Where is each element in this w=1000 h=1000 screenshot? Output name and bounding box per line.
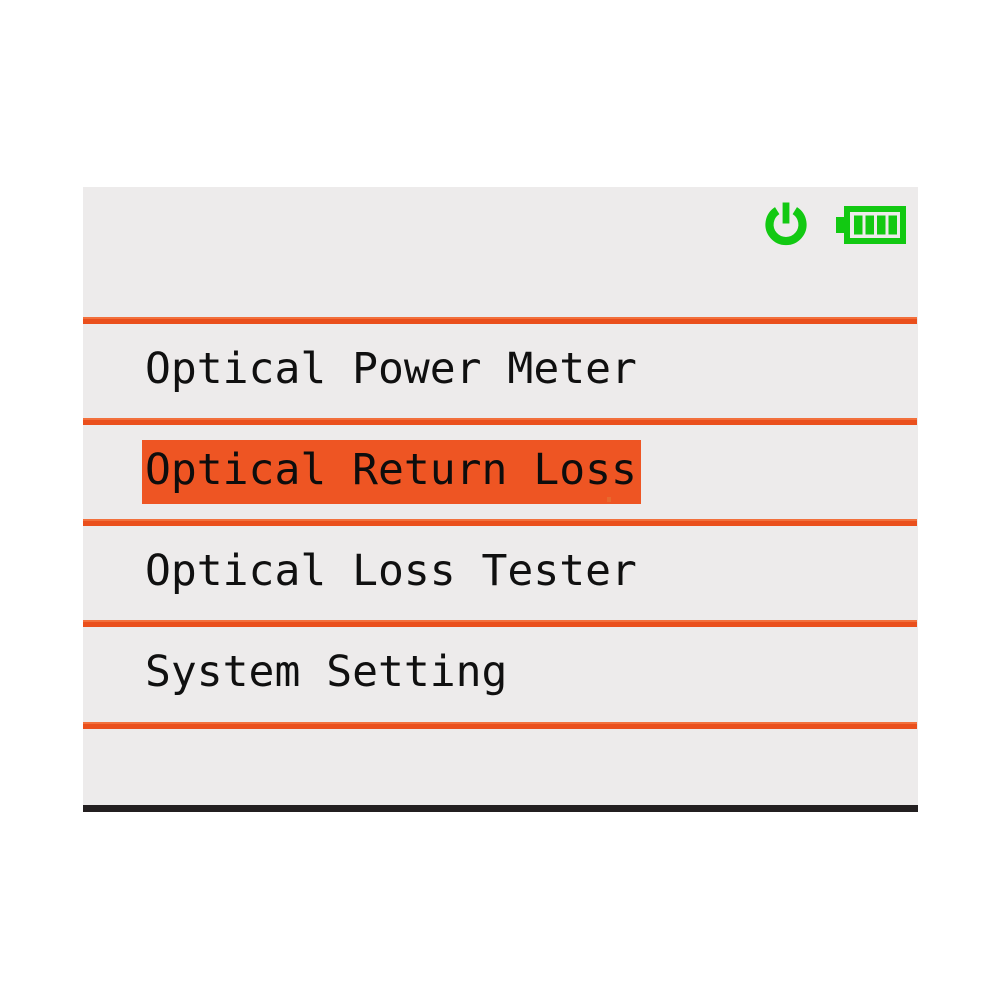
menu-item-optical-power-meter[interactable]: Optical Power Meter [83,324,918,418]
menu-separator [83,519,917,526]
lcd-panel: Optical Power Meter Optical Return Loss … [83,187,918,812]
menu-separator [83,620,917,627]
status-bar [83,187,918,317]
menu-item-label: Optical Return Loss [142,440,641,504]
menu-separator [83,722,917,729]
battery-icon [836,206,906,244]
power-icon [764,202,808,248]
menu-separator [83,418,917,425]
menu-separator [83,317,917,324]
menu-item-label: Optical Power Meter [145,344,637,394]
menu-item-optical-return-loss[interactable]: Optical Return Loss [83,425,918,519]
render-artifact-speck [607,497,611,502]
menu-item-label: System Setting [145,647,508,697]
panel-bottom-edge [83,805,918,812]
menu-item-label: Optical Loss Tester [145,546,637,596]
menu-item-optical-loss-tester[interactable]: Optical Loss Tester [83,526,918,620]
status-icon-group [764,202,906,248]
menu-item-system-setting[interactable]: System Setting [83,627,918,721]
